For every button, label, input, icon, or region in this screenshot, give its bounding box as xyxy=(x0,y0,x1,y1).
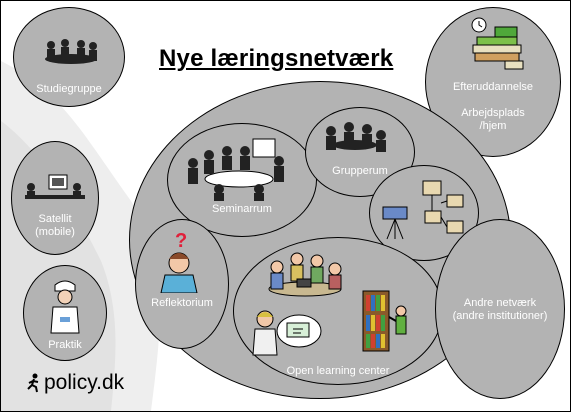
label-reflektorium: Reflektorium xyxy=(151,297,213,309)
label-open-learning-center: Open learning center xyxy=(286,365,390,377)
logo-text: policy.dk xyxy=(44,371,125,394)
nurse-icon xyxy=(50,280,80,334)
group-meeting-icon xyxy=(326,122,386,152)
label-studiegruppe: Studiegruppe xyxy=(36,83,102,95)
books-stack-icon xyxy=(471,17,524,70)
meeting-people-icon xyxy=(45,39,97,64)
node-andre-netvaerk xyxy=(435,219,565,399)
bookshelf-icon xyxy=(362,290,407,352)
seminar-group-icon xyxy=(188,138,284,201)
runner-icon xyxy=(27,373,39,393)
label-efteruddannelse: Efteruddannelse xyxy=(452,81,534,93)
learning-group-icon xyxy=(268,252,342,297)
student-computer-icon xyxy=(252,310,322,356)
label-arbejdsplads: Arbejdsplads /hjem xyxy=(461,107,525,132)
page-title: Nye læringsnetværk xyxy=(159,45,394,72)
svg-text:?: ? xyxy=(175,230,187,252)
label-seminarrum: Seminarrum xyxy=(212,203,272,215)
label-praktik: Praktik xyxy=(48,339,82,351)
thinking-person-icon: ? xyxy=(160,230,198,293)
presentation-screen-icon xyxy=(25,174,85,199)
computer-network-icon xyxy=(382,180,464,240)
policy-logo: policy.dk xyxy=(25,371,124,395)
label-grupperum: Grupperum xyxy=(332,165,388,177)
node-open-learning-center xyxy=(233,237,443,385)
label-satellit: Satellit (mobile) xyxy=(35,213,75,238)
label-andre-netvaerk: Andre netværk (andre institutioner) xyxy=(452,297,548,322)
